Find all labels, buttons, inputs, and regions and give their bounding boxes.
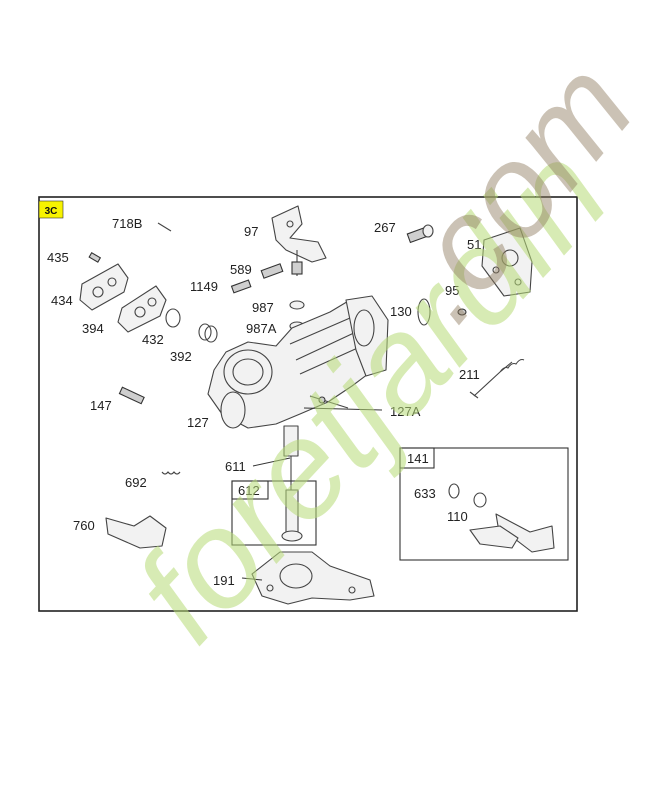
part-434-gasket xyxy=(79,263,129,311)
part-760-bracket xyxy=(105,515,167,549)
label-51: 51 xyxy=(467,237,481,252)
part-95 xyxy=(457,308,467,316)
label-718b: 718B xyxy=(112,216,142,231)
kit-141-label-box xyxy=(399,447,435,469)
label-611: 611 xyxy=(225,459,246,474)
part-carburetor-body xyxy=(207,295,389,429)
label-110: 110 xyxy=(447,509,468,524)
diagram-badge-bg xyxy=(38,200,64,219)
part-392-rings xyxy=(198,323,218,343)
part-211-spring xyxy=(469,358,525,399)
part-589-screw xyxy=(260,263,284,279)
part-611-float xyxy=(281,425,303,542)
kit-612-box xyxy=(231,480,317,546)
label-987a: 987A xyxy=(246,321,277,336)
leader-191 xyxy=(241,577,263,581)
part-130-ring xyxy=(417,298,431,326)
part-191-gasket xyxy=(251,551,375,605)
part-147-screw xyxy=(118,386,145,405)
part-141-bracket xyxy=(469,513,555,553)
label-760: 760 xyxy=(73,518,95,533)
part-267-screw xyxy=(406,224,434,244)
part-633 xyxy=(448,483,460,499)
label-394: 394 xyxy=(82,321,104,336)
label-147: 147 xyxy=(90,398,112,413)
part-51-gasket xyxy=(481,227,533,297)
kit-141-box xyxy=(399,447,569,561)
label-612: 612 xyxy=(238,483,260,498)
part-432-oring xyxy=(165,308,181,328)
label-1149: 1149 xyxy=(190,279,218,294)
part-435-screw xyxy=(88,252,102,263)
part-692-spring xyxy=(161,471,181,475)
label-392: 392 xyxy=(170,349,192,364)
label-987: 987 xyxy=(252,300,274,315)
diagram-frame xyxy=(38,196,578,612)
part-1149-screw xyxy=(230,279,252,294)
kit-612-label-box xyxy=(231,480,269,500)
label-95: 95 xyxy=(445,283,459,298)
leader-611 xyxy=(252,457,291,467)
part-718b-pin xyxy=(157,222,172,232)
label-127: 127 xyxy=(187,415,209,430)
leader-127a xyxy=(303,407,383,411)
label-97: 97 xyxy=(244,224,258,239)
part-110 xyxy=(473,492,487,508)
label-434: 434 xyxy=(51,293,73,308)
part-394-plate xyxy=(117,285,167,333)
label-435: 435 xyxy=(47,250,69,265)
label-589: 589 xyxy=(230,262,252,277)
label-211: 211 xyxy=(459,367,480,382)
label-141: 141 xyxy=(407,451,429,466)
label-633: 633 xyxy=(414,486,436,501)
part-97-bracket xyxy=(271,205,327,276)
label-130: 130 xyxy=(390,304,412,319)
part-987-washer xyxy=(289,300,305,310)
label-127a: 127A xyxy=(390,404,421,419)
label-191: 191 xyxy=(213,573,235,588)
label-432: 432 xyxy=(142,332,164,347)
diagram-badge: 3C xyxy=(45,206,58,217)
label-267: 267 xyxy=(374,220,396,235)
label-692: 692 xyxy=(125,475,147,490)
